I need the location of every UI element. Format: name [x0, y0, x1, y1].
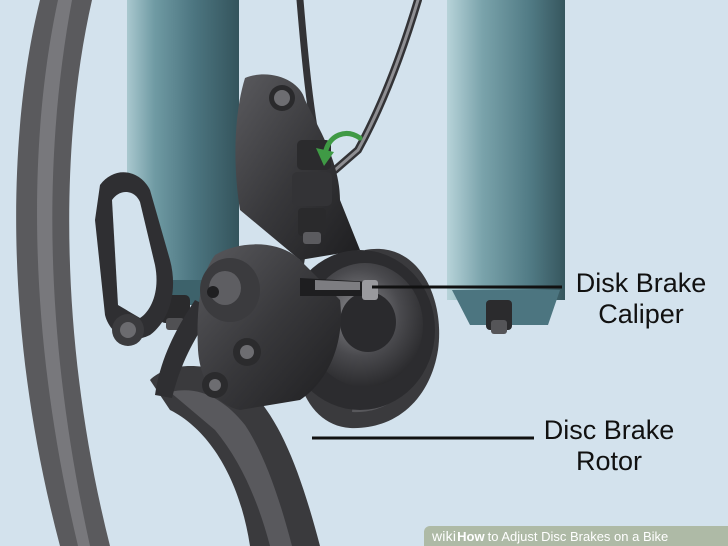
rotor-label-line-1: Disc Brake — [543, 415, 675, 445]
watermark-brand: wiki — [432, 528, 457, 544]
leader-lines — [312, 285, 562, 440]
caliper-label-line-2: Caliper — [598, 299, 684, 329]
watermark-how: How — [457, 528, 485, 544]
right-fork-leg — [447, 0, 565, 334]
tire — [16, 0, 110, 546]
arrow-icon — [316, 131, 363, 166]
disk-brake-caliper-label: Disk Brake Caliper — [565, 268, 717, 330]
caliper-body — [197, 244, 378, 410]
caliper-label-line-1: Disk Brake — [575, 268, 707, 298]
quick-release — [95, 172, 174, 346]
disc-brake-rotor-label: Disc Brake Rotor — [538, 415, 680, 477]
rotor-label-line-2: Rotor — [575, 446, 643, 476]
watermark-title: to Adjust Disc Brakes on a Bike — [487, 528, 669, 544]
